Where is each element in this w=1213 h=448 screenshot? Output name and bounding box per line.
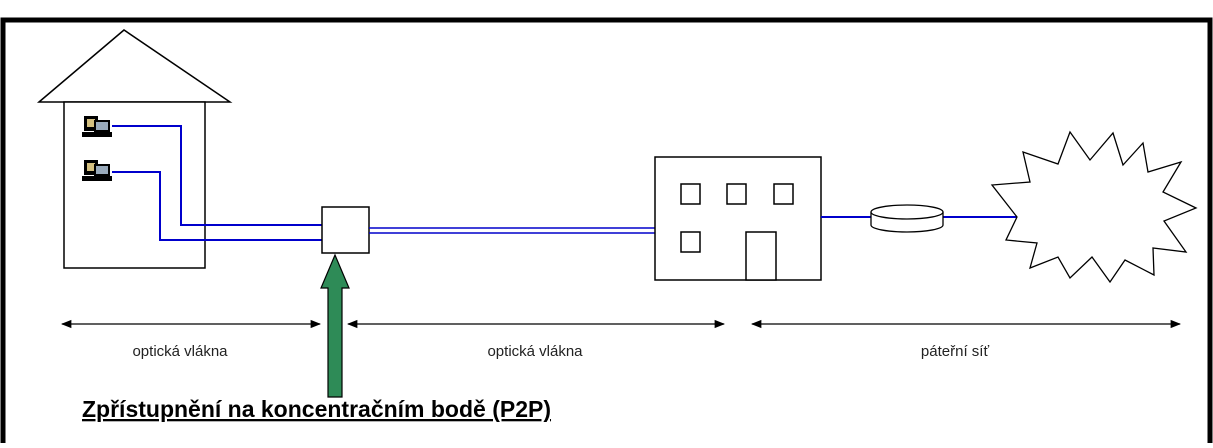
fiber-trunk [369, 227, 655, 234]
segment-label-middle: optická vlákna [487, 343, 583, 360]
segment-label-left: optická vlákna [132, 343, 228, 360]
computer-icon [82, 160, 112, 181]
backbone-cloud-icon [990, 130, 1198, 284]
cable-reel-icon [870, 204, 944, 233]
frame-border [0, 17, 1213, 443]
segment-label-right: páteřní síť [921, 343, 990, 360]
fiber-lines [112, 125, 322, 241]
concentration-point-icon [321, 206, 370, 254]
diagram-caption: Zpřístupnění na koncentračním bodě (P2P) [82, 396, 551, 422]
up-arrow-icon [320, 253, 350, 398]
central-office-icon [654, 156, 822, 281]
house-icon [36, 29, 233, 269]
computer-icon [82, 116, 112, 137]
